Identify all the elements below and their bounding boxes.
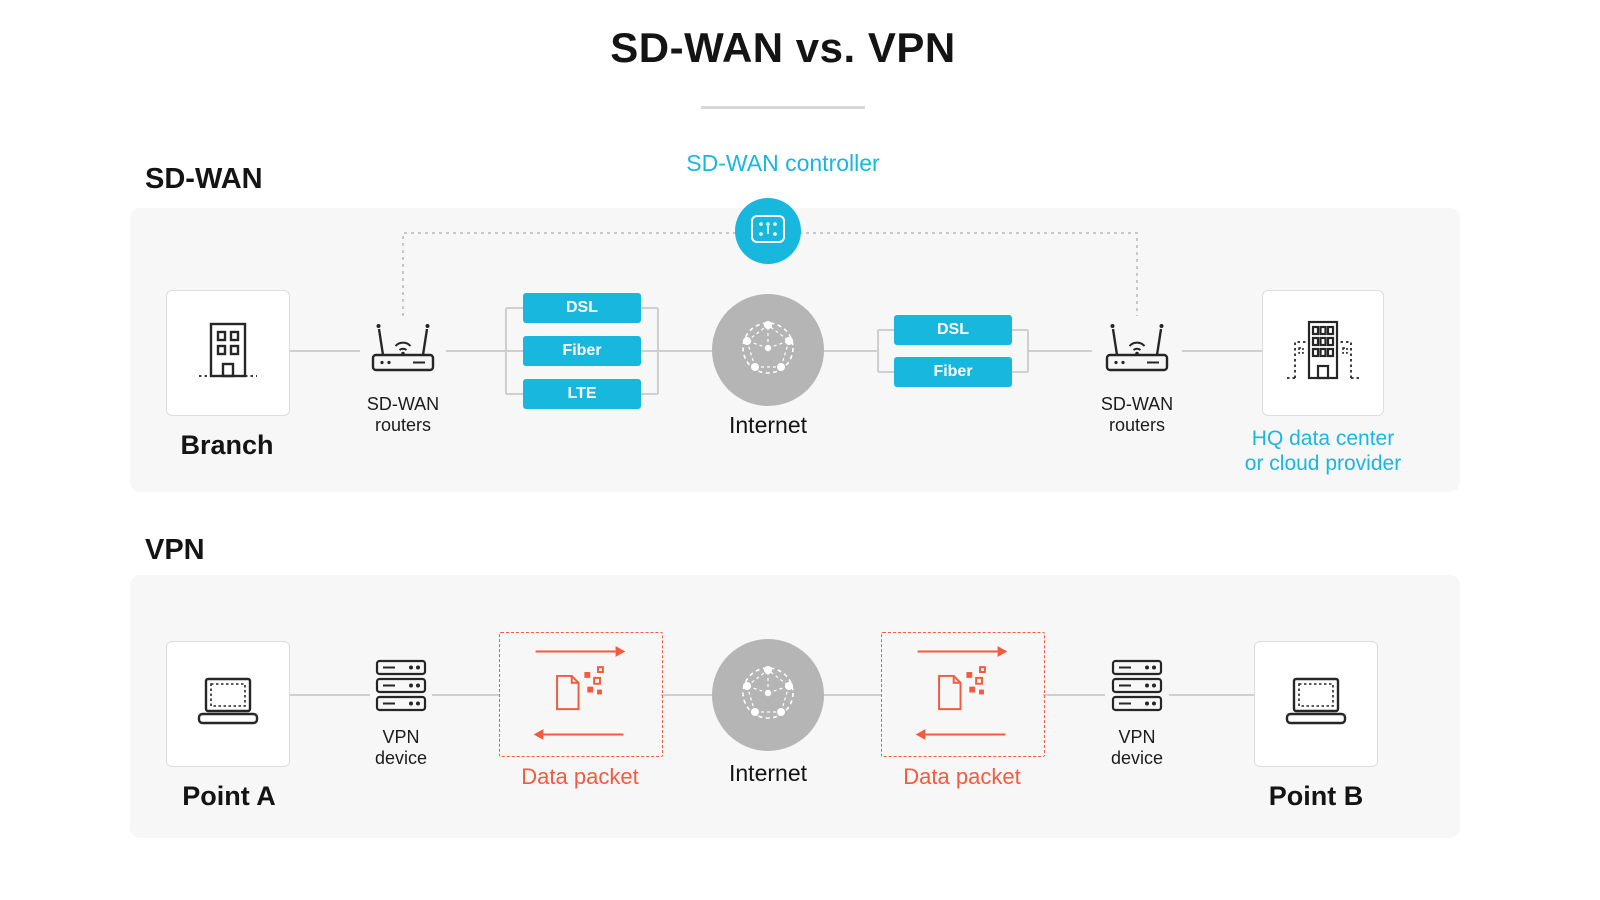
- vpn-device-right-label: VPN device: [1110, 727, 1164, 768]
- laptop-icon: [191, 675, 265, 734]
- hq-card: [1262, 290, 1384, 416]
- server-stack-icon: [369, 657, 433, 722]
- hq-label: HQ data center or cloud provider: [1228, 426, 1418, 476]
- data-packet-icon: [938, 666, 986, 711]
- sdwan-router-left: [355, 316, 451, 380]
- hq-building-icon: [1285, 316, 1361, 391]
- link-badge-dsl-right: DSL: [894, 315, 1012, 345]
- hq-label-line2: or cloud provider: [1244, 452, 1402, 475]
- router-icon: [1089, 315, 1185, 382]
- data-packet-box-right: [881, 632, 1045, 757]
- sdwan-routers-left-label: SD-WAN routers: [366, 394, 440, 435]
- sdwan-routers-right-label: SD-WAN routers: [1100, 394, 1174, 435]
- point-b-label: Point B: [1268, 781, 1364, 811]
- internet-node-vpn: [712, 639, 824, 751]
- hq-label-line1: HQ data center: [1251, 427, 1395, 450]
- sdwan-section-label: SD-WAN: [145, 163, 263, 195]
- branch-label: Branch: [180, 430, 274, 460]
- branch-card: [166, 290, 290, 416]
- arrow-left-icon: [915, 729, 1006, 740]
- link-badge-fiber-left: Fiber: [523, 336, 641, 366]
- page-title: SD-WAN vs. VPN: [610, 24, 956, 71]
- point-a-card: [166, 641, 290, 767]
- data-packet-icon: [556, 666, 604, 711]
- internet-network-icon: [735, 315, 801, 386]
- controller-chip-icon: [750, 214, 786, 249]
- internet-label-sdwan: Internet: [729, 412, 807, 438]
- title-divider: [701, 106, 865, 109]
- laptop-icon: [1279, 675, 1353, 734]
- link-badge-fiber-right: Fiber: [894, 357, 1012, 387]
- arrow-left-icon: [533, 729, 624, 740]
- vpn-device-left-label: VPN device: [374, 727, 428, 768]
- sdwan-router-right: [1089, 316, 1185, 380]
- arrow-right-icon: [917, 646, 1008, 657]
- vpn-device-right: [1104, 658, 1170, 720]
- point-b-card: [1254, 641, 1378, 767]
- data-packet-box-left: [499, 632, 663, 757]
- vpn-device-left: [368, 658, 434, 720]
- internet-node-sdwan: [712, 294, 824, 406]
- sdwan-controller-label: SD-WAN controller: [686, 150, 880, 176]
- internet-label-vpn: Internet: [729, 760, 807, 786]
- branch-building-icon: [195, 316, 261, 391]
- data-packet-left-label: Data packet: [521, 764, 639, 789]
- point-a-label: Point A: [182, 781, 276, 811]
- arrow-right-icon: [535, 646, 626, 657]
- link-badge-lte-left: LTE: [523, 379, 641, 409]
- sdwan-controller-badge: [735, 198, 801, 264]
- router-icon: [355, 315, 451, 382]
- server-stack-icon: [1105, 657, 1169, 722]
- data-packet-right-label: Data packet: [903, 764, 1021, 789]
- link-badge-dsl-left: DSL: [523, 293, 641, 323]
- internet-network-icon: [735, 660, 801, 731]
- vpn-section-label: VPN: [145, 534, 205, 566]
